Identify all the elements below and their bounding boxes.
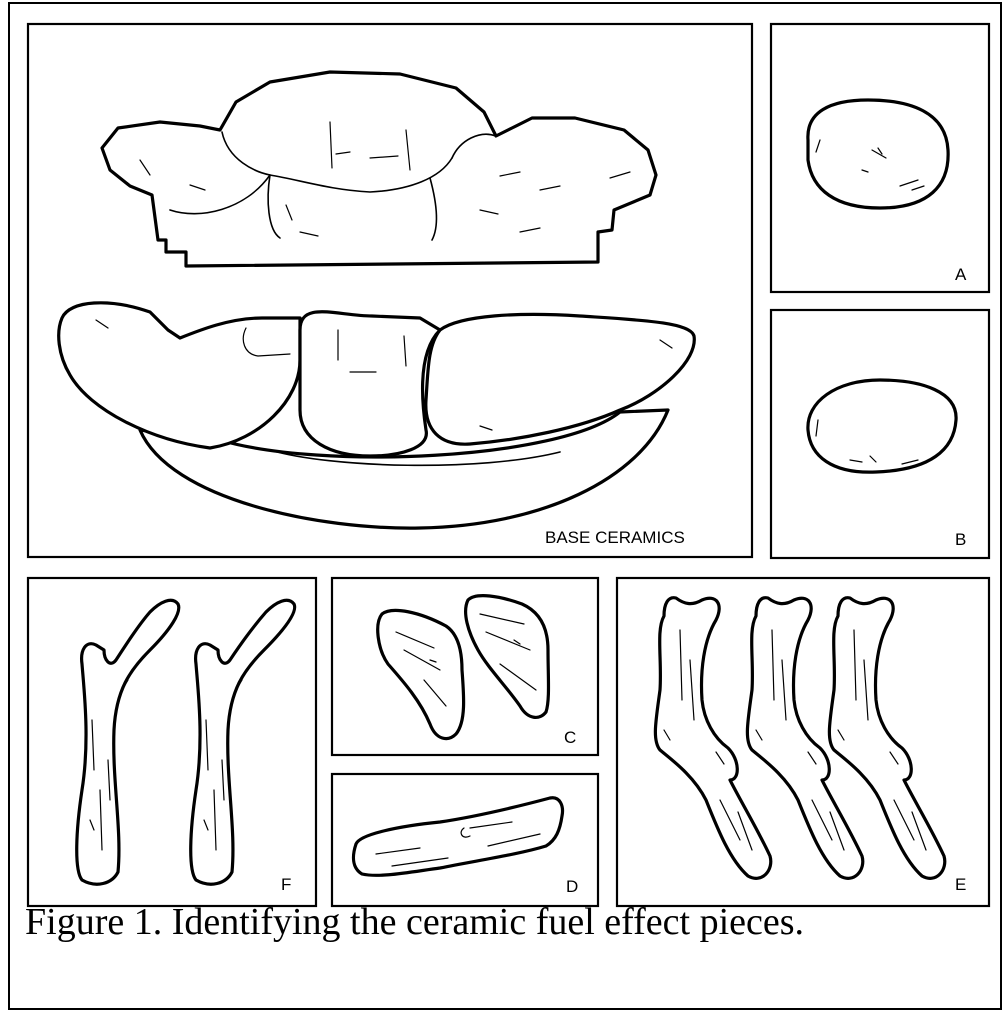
label-f: F xyxy=(281,875,291,894)
panel-d: D xyxy=(332,774,598,906)
chip-c-left xyxy=(378,610,464,738)
label-a: A xyxy=(955,265,967,284)
label-d: D xyxy=(566,877,578,896)
label-b: B xyxy=(955,530,966,549)
figure-caption: Figure 1. Identifying the ceramic fuel e… xyxy=(25,900,985,946)
panel-a: A xyxy=(771,24,989,292)
label-base-ceramics: BASE CERAMICS xyxy=(545,528,685,547)
pebble-b xyxy=(808,380,956,472)
panel-f: F xyxy=(28,578,316,906)
branch-f-left xyxy=(77,600,179,884)
panel-c: C xyxy=(332,578,598,755)
upper-base-ceramic xyxy=(102,72,656,266)
panel-b: B xyxy=(771,310,989,558)
chip-c-right xyxy=(466,596,549,718)
panel-e: E xyxy=(617,578,989,906)
lower-base-ceramic xyxy=(59,303,695,528)
label-e: E xyxy=(955,875,966,894)
panel-base-ceramics: BASE CERAMICS xyxy=(28,24,752,557)
label-c: C xyxy=(564,728,576,747)
